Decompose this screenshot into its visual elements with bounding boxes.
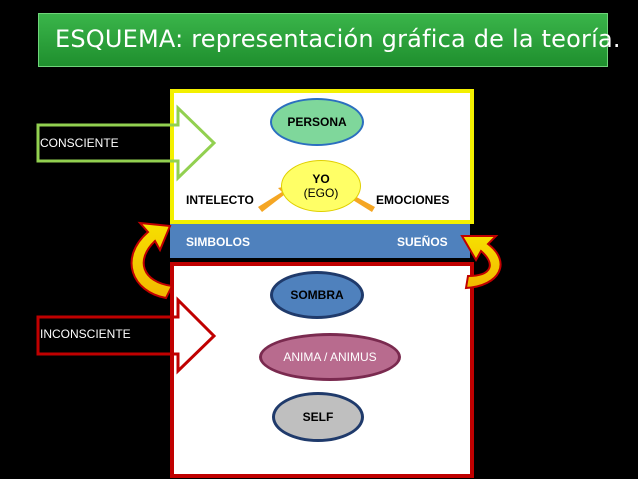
shadow-label: SOMBRA <box>290 288 344 302</box>
left-curved-arrow <box>130 221 174 300</box>
persona-label: PERSONA <box>287 115 347 129</box>
emotions-label: EMOCIONES <box>376 193 450 207</box>
right-curved-arrow <box>460 235 502 290</box>
shadow-node: SOMBRA <box>270 271 364 319</box>
unconscious-label: INCONSCIENTE <box>40 327 131 341</box>
self-node: SELF <box>272 392 364 442</box>
symbols-label: SIMBOLOS <box>186 235 251 249</box>
anima-node: ANIMA / ANIMUS <box>259 333 401 381</box>
dreams-label: SUEÑOS <box>397 235 448 249</box>
unconscious-arrow <box>36 296 217 375</box>
intellect-label: INTELECTO <box>186 193 254 207</box>
persona-node: PERSONA <box>270 98 364 146</box>
conscious-label: CONSCIENTE <box>40 136 119 150</box>
ego-label: (EGO) <box>303 186 339 200</box>
anima-label: ANIMA / ANIMUS <box>283 350 377 364</box>
yo-node: YO (EGO) <box>281 160 361 212</box>
symbols-dreams-band <box>170 224 470 258</box>
conscious-arrow <box>36 104 217 182</box>
title: ESQUEMA: representación gráfica de la te… <box>55 25 621 53</box>
yo-label: YO <box>312 172 330 186</box>
title-bar: ESQUEMA: representación gráfica de la te… <box>38 13 620 67</box>
self-label: SELF <box>302 410 334 424</box>
